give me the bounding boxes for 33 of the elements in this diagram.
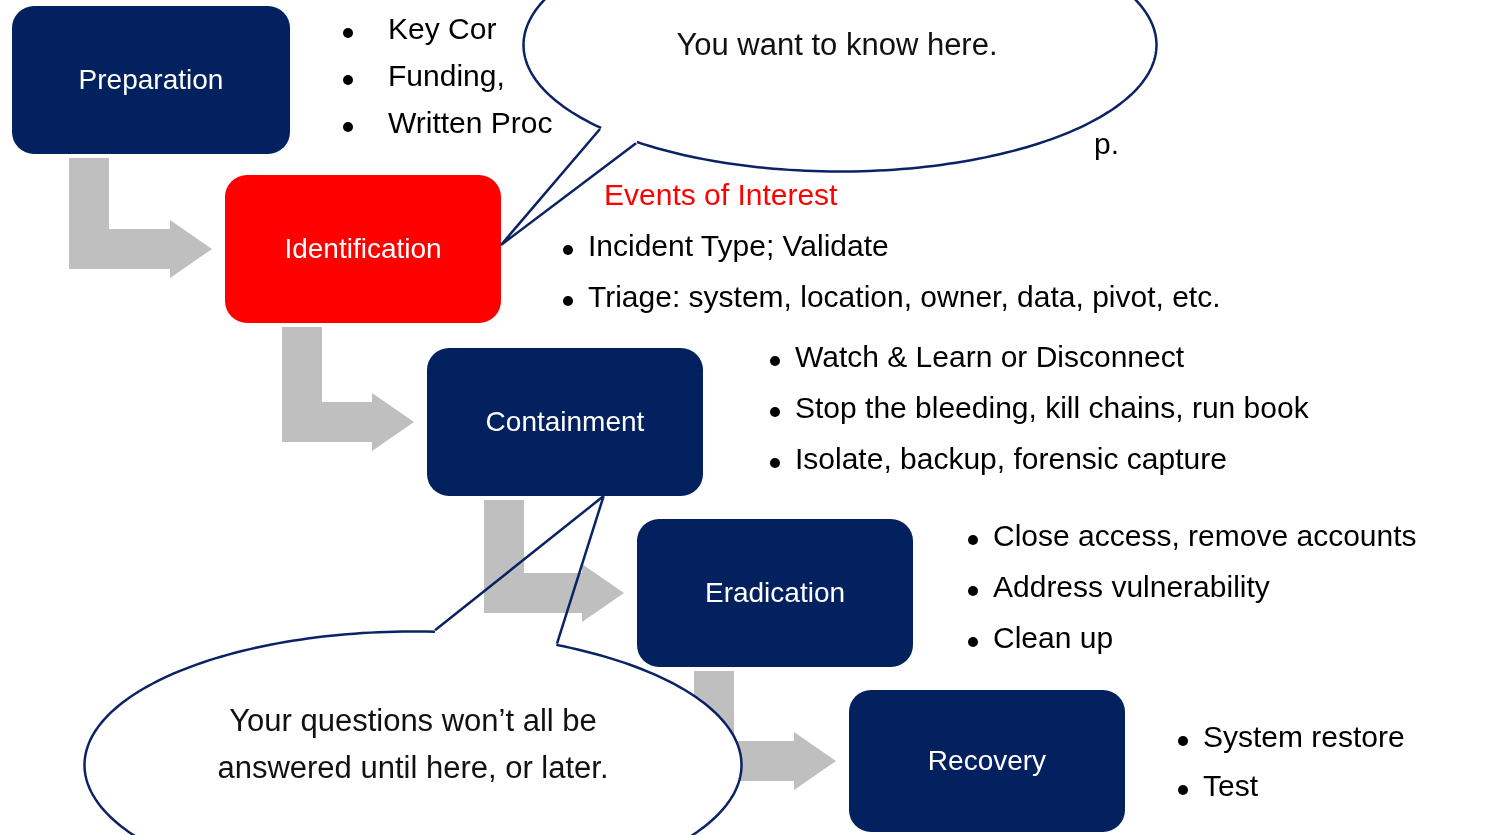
- list-item: Address vulnerability: [993, 570, 1270, 603]
- list-item: Stop the bleeding, kill chains, run book: [795, 391, 1309, 424]
- box-label: Containment: [485, 406, 645, 438]
- process-box: [225, 175, 501, 323]
- text-fragment: Key Cor: [388, 12, 497, 46]
- block-arrow: [484, 500, 624, 622]
- text-fragment: Funding,: [388, 59, 505, 93]
- callout-text: Your questions won’t all be answered until here, or later.: [216, 702, 610, 787]
- list-item: Triage: system, location, owner, data, pivot, etc.: [588, 280, 1221, 313]
- process-box: [12, 6, 290, 154]
- callout-pointer: [433, 494, 605, 645]
- text-fragment: p.: [1094, 127, 1120, 161]
- box-label: Identification: [284, 233, 442, 265]
- block-arrow: [282, 327, 414, 451]
- text-fragment: Written Proc: [388, 106, 553, 140]
- list-item: Incident Type; Validate: [588, 229, 889, 262]
- list-item: System restore: [1203, 720, 1405, 753]
- process-box: [427, 348, 703, 496]
- section-heading: Events of Interest: [604, 178, 838, 211]
- callout-text: You want to know here.: [675, 26, 999, 64]
- list-item: Close access, remove accounts: [993, 519, 1417, 552]
- callout-pointer: [499, 127, 638, 247]
- list-item: Watch & Learn or Disconnect: [795, 340, 1185, 373]
- block-arrow: [69, 158, 212, 278]
- box-label: Eradication: [704, 577, 846, 609]
- list-item: Clean up: [993, 621, 1114, 654]
- speech-bubble: [83, 630, 743, 835]
- list-item: Isolate, backup, forensic capture: [795, 442, 1227, 475]
- process-box: [849, 690, 1125, 832]
- box-label: Preparation: [78, 64, 224, 96]
- process-box: [637, 519, 913, 667]
- box-label: Recovery: [927, 745, 1047, 777]
- list-item: Test: [1203, 769, 1259, 802]
